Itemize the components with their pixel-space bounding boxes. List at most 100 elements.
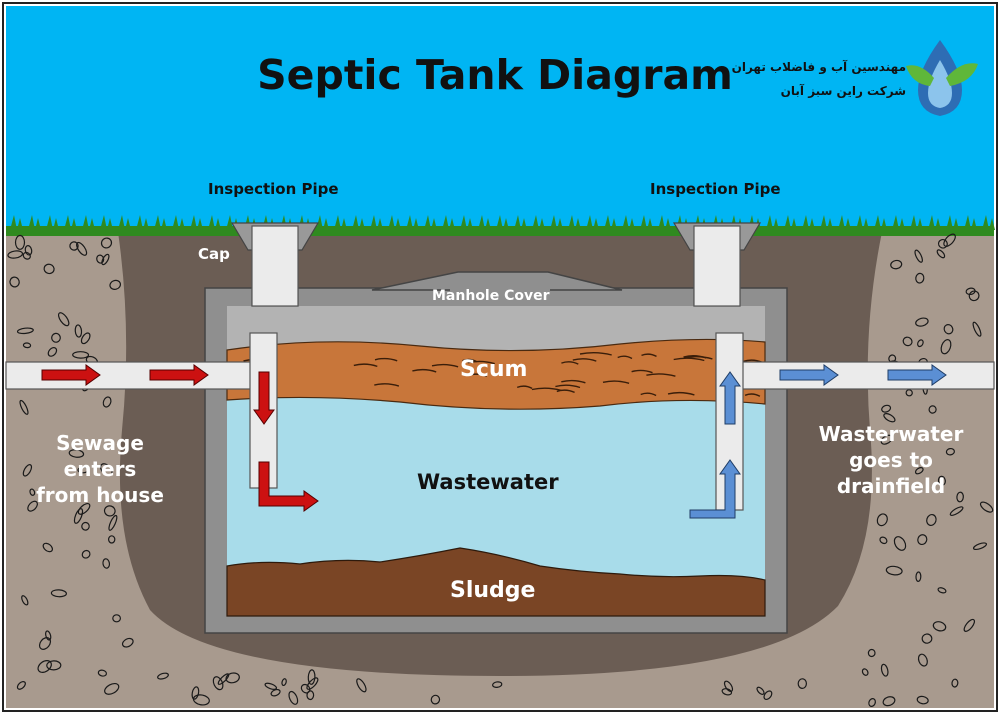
pebble	[881, 404, 892, 413]
scum-dash	[467, 373, 487, 378]
pebble	[797, 678, 808, 689]
scum-dash	[516, 385, 533, 390]
pebble	[951, 678, 959, 688]
pebble	[307, 669, 316, 685]
pebble	[73, 508, 84, 524]
pebble	[103, 505, 116, 517]
pebble	[880, 434, 893, 445]
pebble	[57, 312, 70, 327]
pebble	[915, 317, 929, 327]
scum-dash	[556, 389, 575, 394]
pebble	[905, 389, 913, 397]
brand-name-line1: مهندسین آب و فاضلاب تهران	[731, 60, 906, 74]
pebble	[99, 463, 113, 476]
pebble	[29, 488, 36, 496]
pebble	[879, 536, 888, 545]
scum-dash	[646, 373, 676, 377]
manhole-cover-label: Manhole Cover	[432, 288, 550, 304]
scum-dash	[572, 358, 597, 362]
scum-dash	[467, 360, 495, 365]
outlet-label: Wasterwater goes to drainfield	[818, 422, 964, 498]
pebble	[104, 682, 120, 695]
grass-tufts	[10, 215, 995, 230]
pebble	[914, 249, 923, 263]
pebble	[868, 698, 876, 707]
sky	[6, 6, 994, 232]
pebble	[212, 676, 224, 691]
pebble	[102, 558, 111, 569]
pebble	[7, 250, 24, 259]
pebble	[937, 475, 946, 486]
pebble	[97, 669, 108, 677]
manhole-cover-base	[450, 286, 550, 292]
pebble	[917, 653, 928, 667]
pebble	[19, 399, 29, 415]
pebble	[157, 672, 169, 680]
scum-dash	[631, 369, 653, 374]
scum-dash	[561, 379, 586, 384]
pebble	[949, 506, 964, 516]
inspection-pipe-label-right: Inspection Pipe	[650, 180, 781, 198]
pebble	[356, 678, 367, 693]
grass-strip	[6, 226, 994, 236]
pebble	[76, 241, 88, 256]
pebble	[921, 633, 933, 644]
scum-dash	[462, 358, 478, 363]
pebble	[288, 690, 299, 705]
brand-name-line2: شرکت راین سبز آبان	[780, 84, 906, 98]
scum-layer	[226, 338, 766, 410]
scum-dash	[431, 363, 459, 368]
pebble	[81, 521, 90, 531]
pebble	[50, 589, 67, 598]
pebble	[932, 621, 947, 632]
pebble	[14, 234, 26, 250]
pebble	[917, 534, 928, 546]
pebble	[37, 660, 52, 673]
inflow-arrow-elbow	[258, 461, 319, 512]
inlet-label: Sewage enters from house	[36, 431, 164, 507]
pebble	[51, 332, 61, 343]
pebble	[968, 290, 980, 302]
scum-dash	[640, 392, 657, 397]
pebble	[80, 332, 91, 345]
pebble	[100, 237, 113, 249]
scum-dash	[641, 353, 657, 358]
scum-dash	[667, 391, 695, 396]
scum-dash	[412, 368, 437, 373]
pebble	[81, 549, 91, 559]
pebble	[972, 321, 982, 337]
pebble	[721, 688, 733, 696]
pebble	[102, 396, 112, 408]
pebble	[46, 660, 62, 671]
pebble	[880, 663, 889, 677]
pebble	[21, 595, 29, 606]
scum-dash	[579, 352, 612, 356]
scum-dash	[374, 383, 400, 387]
outlet-pipe	[715, 361, 995, 390]
pebble	[77, 466, 89, 474]
scum-dash	[555, 384, 581, 389]
pebble	[9, 276, 20, 288]
pebble	[756, 686, 765, 695]
pebble	[306, 690, 315, 701]
scum-label: Scum	[460, 357, 528, 382]
pebble	[108, 514, 118, 531]
scum-dash	[374, 357, 398, 362]
pebble	[121, 637, 134, 648]
sludge-label: Sludge	[450, 578, 536, 603]
pebble	[101, 253, 110, 266]
pebble	[109, 279, 122, 290]
pebble	[883, 413, 896, 423]
pebble	[937, 587, 947, 594]
pebble	[16, 680, 26, 690]
pebble	[943, 233, 956, 247]
pebble	[885, 565, 903, 576]
pebble	[22, 464, 33, 477]
pebble	[876, 513, 888, 527]
pebble	[940, 339, 952, 355]
pebble	[890, 259, 903, 270]
pebble	[945, 447, 955, 456]
inspection-pipe-right-shaft	[693, 225, 741, 307]
